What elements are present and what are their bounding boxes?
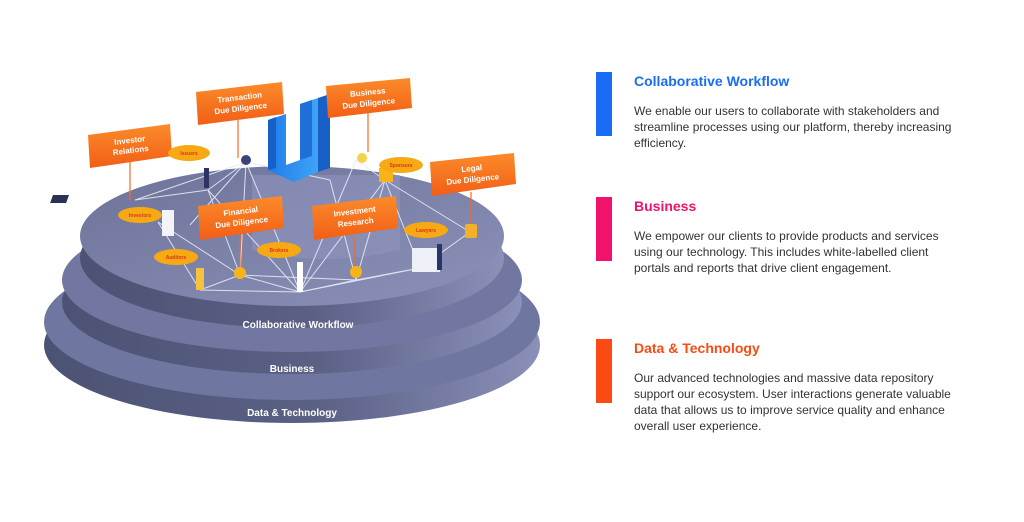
bubble-auditors: Auditors	[154, 249, 198, 265]
bubble-sponsors: Sponsors	[379, 157, 423, 173]
document-board-icon	[162, 210, 174, 236]
box-label: Financial	[223, 205, 259, 218]
section-description: We enable our users to collaborate with …	[634, 104, 952, 150]
bubble-label: Investors	[129, 213, 151, 219]
service-box-transaction-due-diligence: Transaction Due Diligence	[196, 82, 284, 125]
network-figures	[50, 153, 477, 292]
service-box-legal-due-diligence: Legal Due Diligence	[430, 153, 516, 196]
coin-icon	[234, 267, 246, 279]
bubble-label: Issuers	[180, 151, 198, 157]
box-label: Research	[337, 216, 374, 229]
person-icon	[297, 262, 303, 292]
box-label: Legal	[461, 163, 483, 174]
gear-icon	[241, 155, 251, 165]
person-icon	[437, 244, 442, 270]
accent-bar-orange	[596, 339, 612, 403]
bubble-label: Auditors	[166, 255, 187, 261]
service-box-business-due-diligence: Business Due Diligence	[326, 78, 412, 118]
bubble-brokers: Brokers	[257, 242, 301, 258]
service-box-investor-relations: Investor Relations	[88, 124, 172, 168]
box-label: Relations	[112, 144, 149, 157]
box-label: Investor	[114, 134, 146, 147]
tier-label-business: Business	[270, 364, 315, 375]
section-description: We empower our clients to provide produc…	[634, 229, 939, 275]
bubble-issuers: Issuers	[168, 145, 210, 161]
accent-bar-pink	[596, 197, 612, 261]
tier-label-collaborative-workflow: Collaborative Workflow	[243, 320, 354, 331]
box-label: Business	[350, 86, 387, 99]
ecosystem-diagram: Data & Technology Business Collaborative…	[44, 78, 540, 423]
person-icon	[196, 268, 204, 290]
bubble-label: Brokers	[270, 248, 289, 254]
bubble-lawyers: Lawyers	[404, 222, 448, 238]
bubble-investors: Investors	[118, 207, 162, 223]
brand-logo	[268, 94, 330, 182]
satellite-dish-icon	[357, 153, 367, 163]
section-title: Data & Technology	[634, 340, 760, 356]
lightbulb-icon	[350, 266, 362, 278]
section-title: Collaborative Workflow	[634, 73, 790, 89]
tier-label-data-technology: Data & Technology	[247, 408, 337, 419]
bubble-label: Lawyers	[416, 228, 436, 234]
office-desk-icon	[412, 248, 440, 272]
laptop-icon	[50, 195, 70, 203]
lock-icon	[465, 224, 477, 238]
accent-bar-blue	[596, 72, 612, 136]
section-description: Our advanced technologies and massive da…	[634, 371, 951, 433]
service-box-financial-due-diligence: Financial Due Diligence	[198, 196, 284, 240]
section-title: Business	[634, 198, 697, 214]
service-box-investment-research: Investment Research	[312, 196, 398, 240]
person-icon	[204, 168, 209, 188]
bubble-label: Sponsors	[389, 163, 412, 169]
